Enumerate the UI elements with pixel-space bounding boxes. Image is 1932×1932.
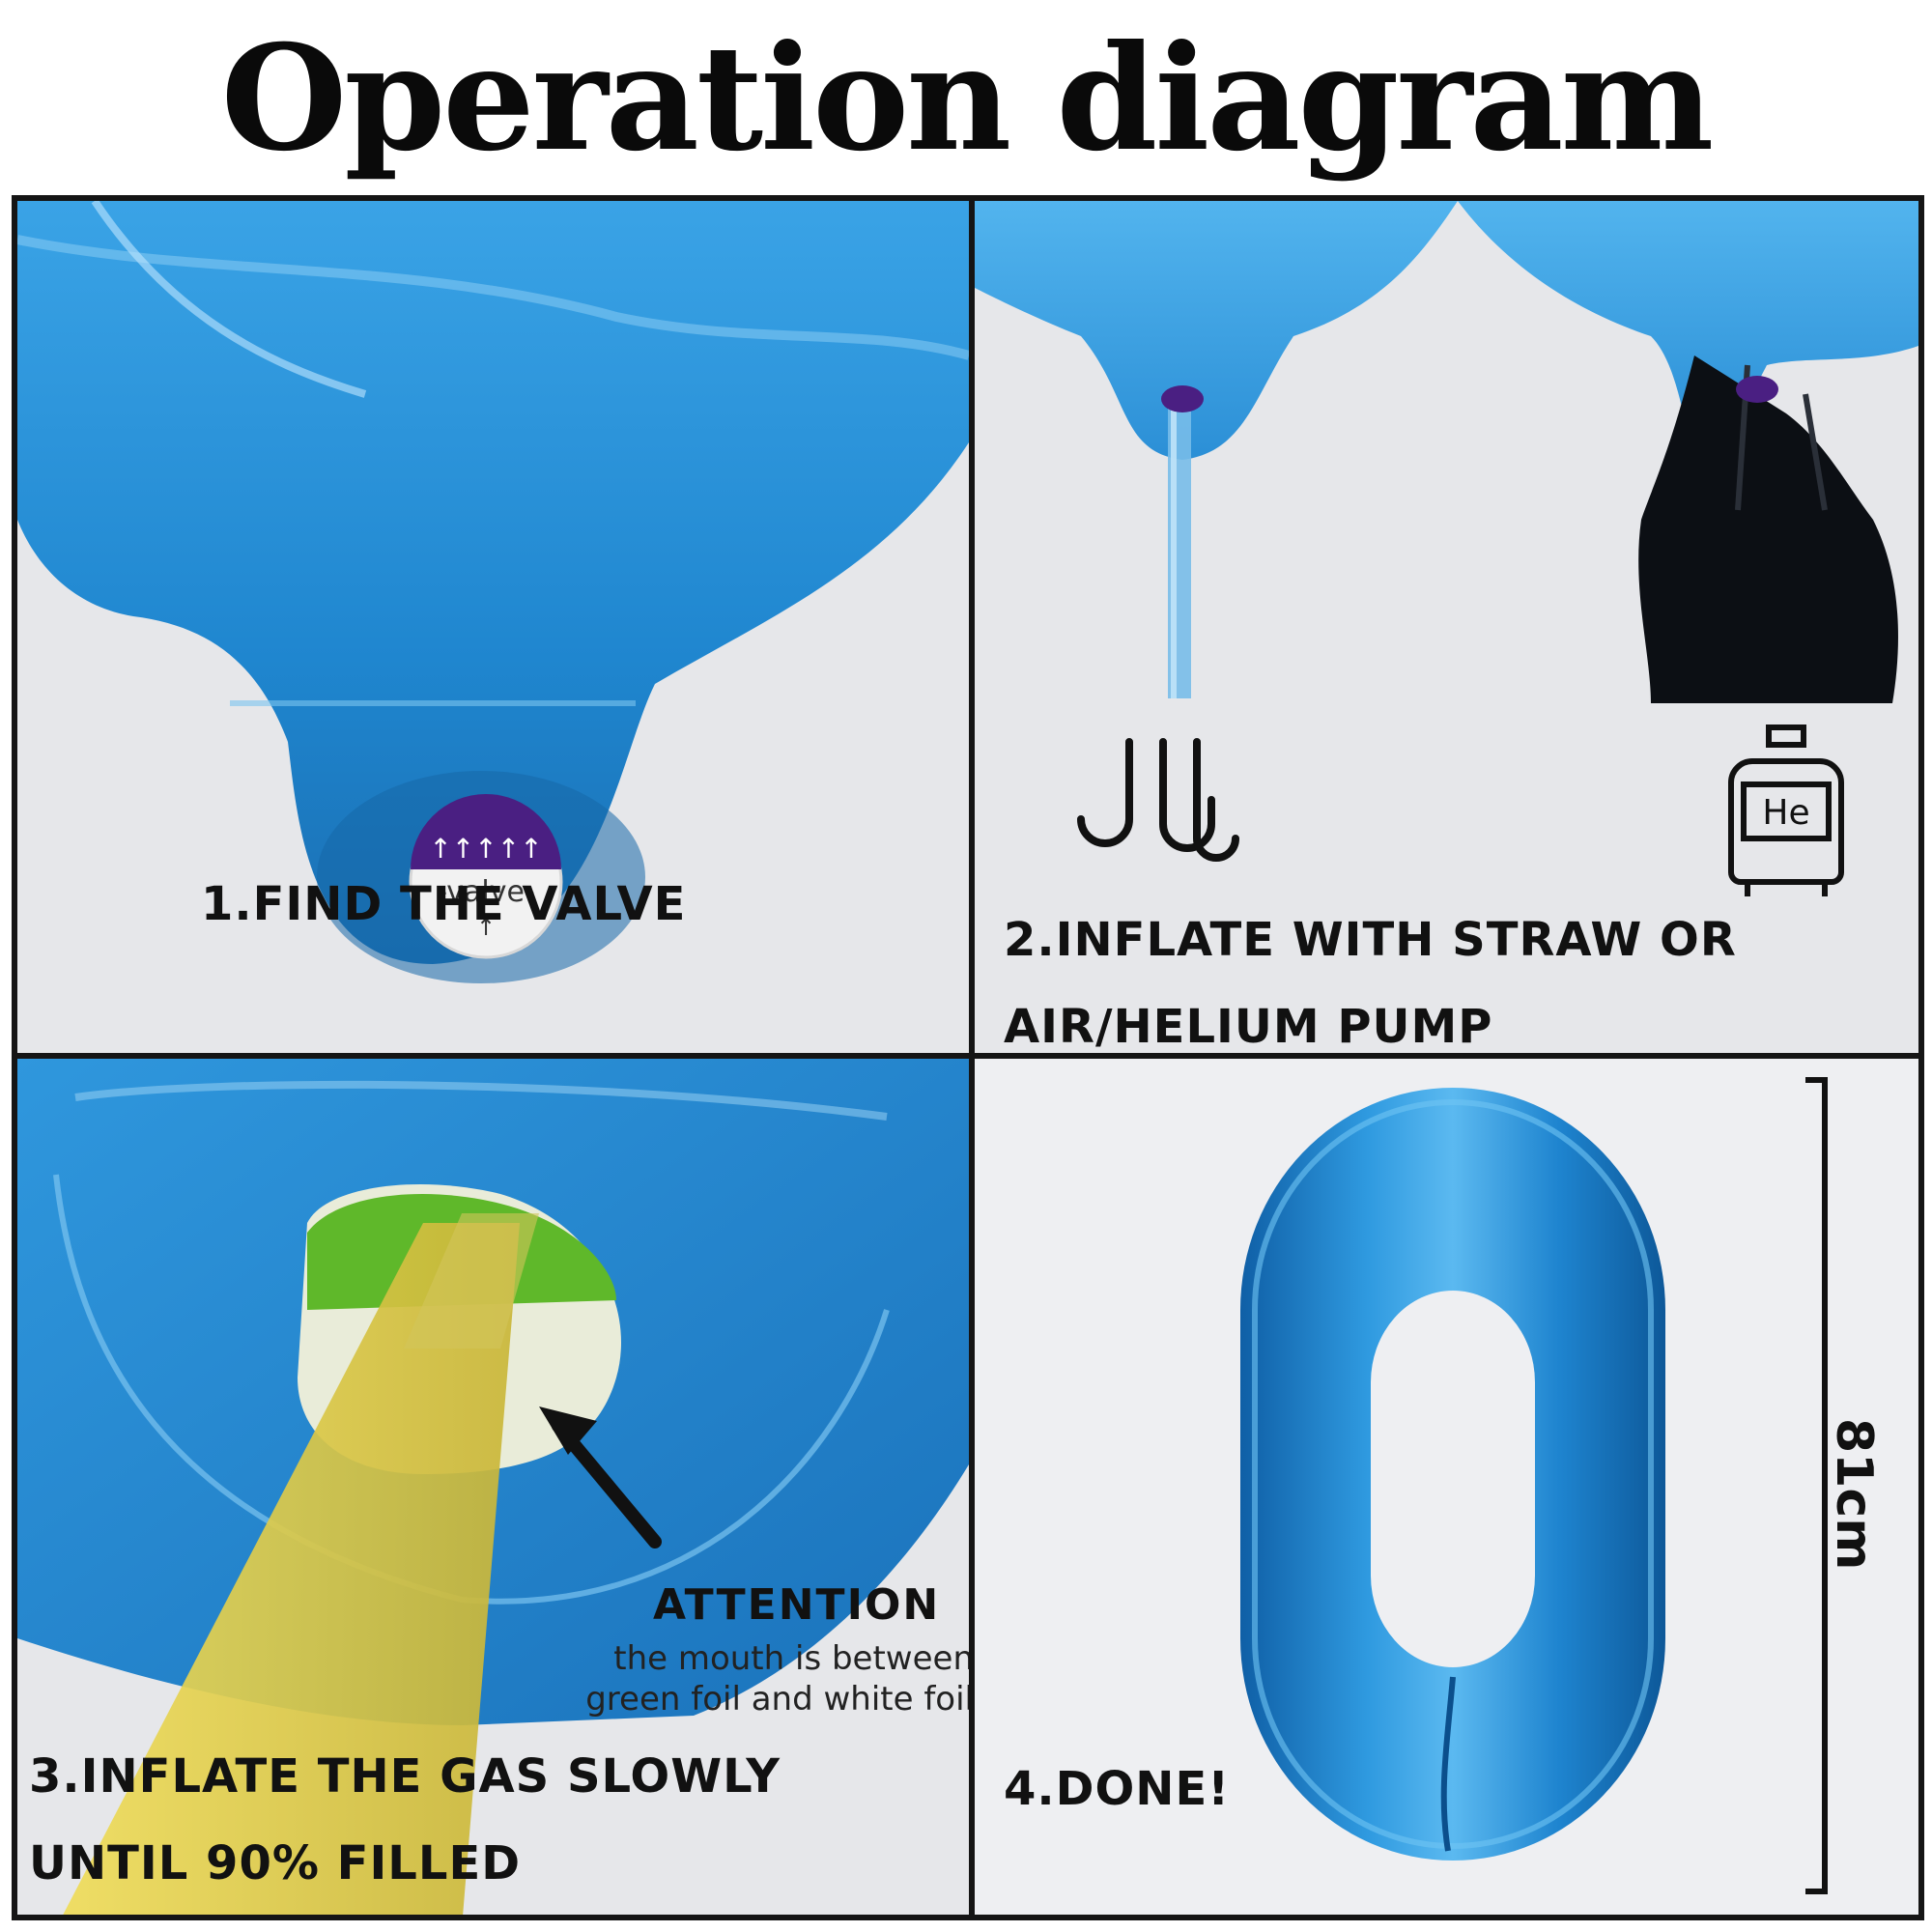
attention-heading: ATTENTION (653, 1580, 941, 1630)
helium-label: He (1762, 793, 1809, 833)
instruction-grid: ↑↑↑↑↑ -valve- ↑ 1.FIND THE VALVE (12, 195, 1924, 1920)
panel-done: 81cm 4.DONE! (975, 1059, 1918, 1915)
step1-label: 1.FIND THE VALVE (201, 877, 687, 931)
balloon-digit-zero (1240, 1088, 1665, 1861)
svg-text:↑↑↑↑↑: ↑↑↑↑↑ (429, 833, 542, 865)
panel-find-valve: ↑↑↑↑↑ -valve- ↑ 1.FIND THE VALVE (17, 201, 969, 1053)
valve-illustration: ↑↑↑↑↑ -valve- ↑ (17, 201, 969, 983)
valve-sticker: ↑↑↑↑↑ -valve- ↑ (409, 794, 563, 959)
inflate-closeup-illustration (17, 1059, 969, 1915)
straw-icon (1077, 738, 1239, 862)
helium-tank-icon (1728, 724, 1844, 896)
step4-label: 4.DONE! (1004, 1762, 1231, 1816)
attention-line2: green foil and white foil (585, 1680, 969, 1719)
inflate-illustration: He (975, 201, 1918, 896)
arrow-icon (539, 1406, 662, 1548)
step3-label-line1: 3.INFLATE THE GAS SLOWLY (29, 1749, 781, 1804)
attention-body: the mouth is between green foil and whit… (471, 1638, 969, 1719)
page-title: Operation diagram (220, 14, 1715, 184)
dimension-bracket (1805, 1077, 1828, 1894)
step3-label-line2: UNTIL 90% FILLED (29, 1836, 522, 1890)
attention-line1: the mouth is between (613, 1639, 969, 1678)
panel-inflate-slowly: ATTENTION the mouth is between green foi… (17, 1059, 969, 1915)
dimension-label: 81cm (1825, 1418, 1883, 1571)
panel-inflate: He 2.INFLATE WITH STRAW OR AIR/HELIUM PU… (975, 201, 1918, 1053)
svg-text:↑: ↑ (476, 914, 496, 941)
step2-label-line2: AIR/HELIUM PUMP (1004, 1000, 1493, 1053)
valve-sticker-label: -valve- (437, 875, 535, 909)
balloon-illustration (1240, 1077, 1828, 1894)
step2-label-line1: 2.INFLATE WITH STRAW OR (1004, 913, 1737, 967)
